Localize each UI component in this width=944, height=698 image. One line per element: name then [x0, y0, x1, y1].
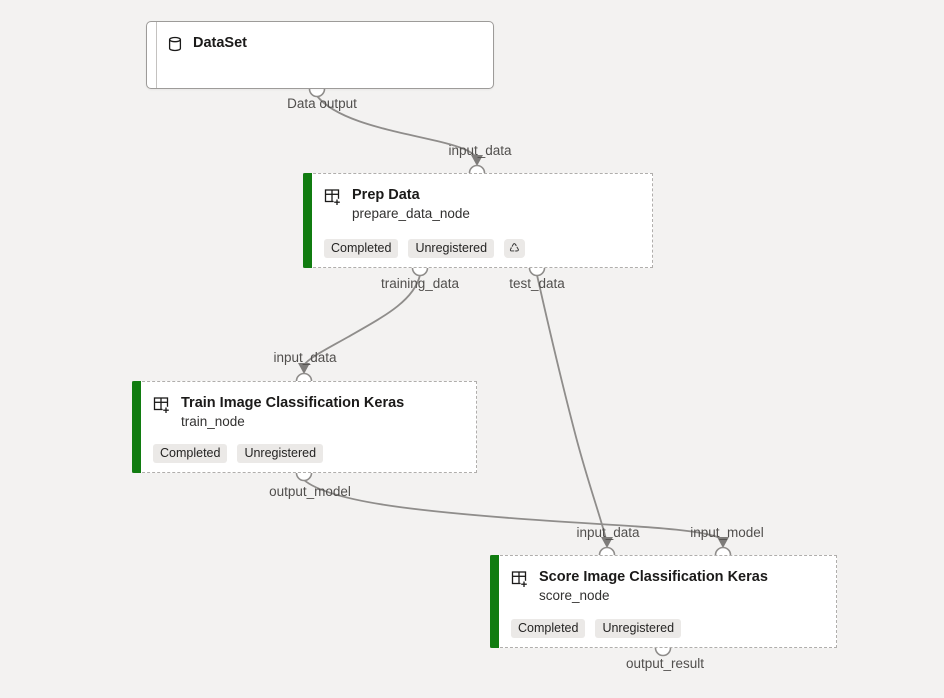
- port-label-score-input-data: input_data: [576, 525, 640, 540]
- status-badge: Completed: [324, 239, 399, 258]
- component-grid-icon: [511, 570, 529, 593]
- arrowhead: [471, 155, 483, 166]
- port-label-output-result: output_result: [625, 656, 705, 671]
- status-accent-bar: [303, 173, 312, 268]
- component-grid-icon: [153, 396, 171, 419]
- status-badge: Completed: [153, 444, 228, 463]
- node-title: Train Image Classification Keras: [181, 395, 405, 411]
- port-label-train-input-data: input_data: [273, 350, 337, 365]
- dataset-spine: [156, 22, 157, 88]
- arrowhead: [298, 363, 310, 374]
- node-score[interactable]: Score Image Classification Keras score_n…: [490, 555, 837, 648]
- arrowhead: [717, 537, 729, 548]
- node-title: Prep Data: [352, 187, 420, 203]
- port-label-training-data: training_data: [380, 276, 460, 291]
- status-accent-bar: [132, 381, 141, 473]
- edge-dataset-to-prep[interactable]: [316, 95, 477, 158]
- registration-badge: Unregistered: [237, 444, 324, 463]
- node-subtitle: train_node: [181, 414, 245, 429]
- node-subtitle: score_node: [539, 588, 610, 603]
- reuse-icon: ♺: [504, 239, 525, 258]
- arrowhead: [601, 537, 613, 548]
- edge-trainingdata-to-train[interactable]: [303, 274, 421, 366]
- port-label-output-model: output_model: [269, 484, 351, 499]
- port-label-test-data: test_data: [509, 276, 565, 291]
- node-title: DataSet: [193, 35, 247, 51]
- database-icon: [167, 36, 183, 57]
- node-train[interactable]: Train Image Classification Keras train_n…: [132, 381, 477, 473]
- port-label-data-output: Data output: [287, 96, 357, 111]
- edge-testdata-to-score[interactable]: [536, 274, 607, 540]
- port-label-prep-input-data: input_data: [448, 143, 512, 158]
- status-accent-bar: [490, 555, 499, 648]
- port-label-score-input-model: input_model: [690, 525, 764, 540]
- node-subtitle: prepare_data_node: [352, 206, 470, 221]
- component-grid-icon: [324, 188, 342, 211]
- edge-outputmodel-to-score[interactable]: [303, 479, 723, 540]
- registration-badge: Unregistered: [595, 619, 682, 638]
- node-dataset[interactable]: DataSet: [146, 21, 494, 89]
- node-title: Score Image Classification Keras: [539, 569, 768, 585]
- registration-badge: Unregistered: [408, 239, 495, 258]
- node-prep-data[interactable]: Prep Data prepare_data_node Completed Un…: [303, 173, 653, 268]
- status-badge: Completed: [511, 619, 586, 638]
